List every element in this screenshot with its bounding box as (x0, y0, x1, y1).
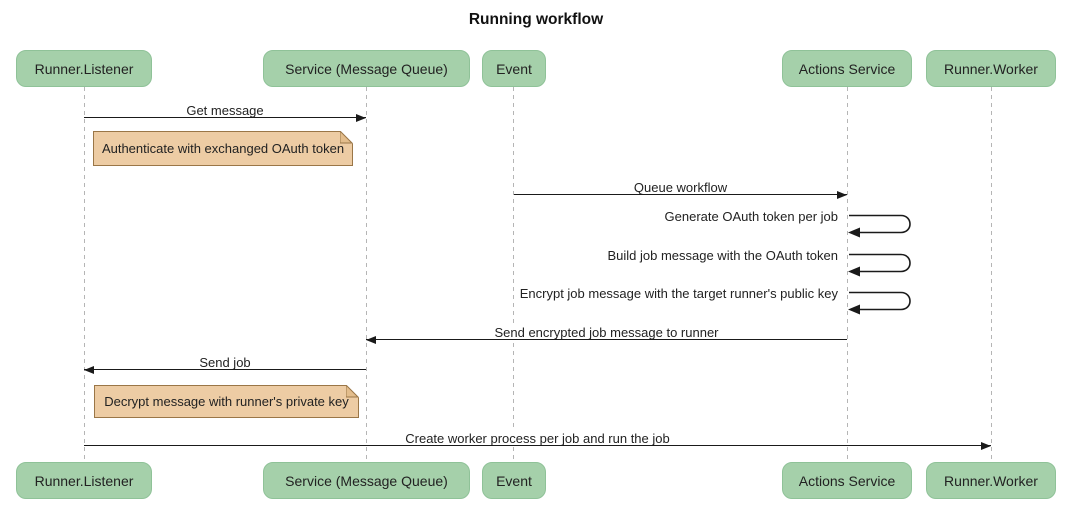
note-decrypt-message: Decrypt message with runner's private ke… (94, 385, 359, 418)
message-label-generate-oauth-token: Generate OAuth token per job (421, 209, 841, 224)
lifeline-service-message-queue (365, 87, 367, 462)
actor-bottom-service-message-queue: Service (Message Queue) (263, 462, 470, 499)
message-label-build-job-message: Build job message with the OAuth token (421, 248, 841, 263)
self-loop-generate-oauth-token (848, 214, 911, 238)
note-authenticate-oauth: Authenticate with exchanged OAuth token (93, 131, 353, 166)
note-fold-icon (340, 131, 353, 144)
actor-bottom-runner-listener: Runner.Listener (16, 462, 152, 499)
arrowhead-left-icon (366, 335, 376, 344)
lifeline-runner-worker (990, 87, 992, 462)
message-arrow-create-worker-process (84, 441, 991, 450)
arrowhead-right-icon (356, 113, 366, 122)
actor-bottom-actions-service: Actions Service (782, 462, 912, 499)
message-arrow-get-message (84, 113, 366, 122)
arrowhead-left-icon (84, 365, 94, 374)
actor-bottom-event: Event (482, 462, 546, 499)
actor-top-actions-service: Actions Service (782, 50, 912, 87)
diagram-title: Running workflow (468, 11, 604, 28)
lifeline-actions-service (846, 87, 848, 462)
note-fold-icon (346, 385, 359, 398)
arrowhead-right-icon (981, 441, 991, 450)
actor-top-runner-worker: Runner.Worker (926, 50, 1056, 87)
message-label-queue-workflow: Queue workflow (514, 180, 847, 195)
message-label-send-job: Send job (84, 355, 366, 370)
message-label-send-encrypted-job: Send encrypted job message to runner (366, 325, 847, 340)
message-label-create-worker-process: Create worker process per job and run th… (84, 431, 991, 446)
message-arrow-send-encrypted-job (366, 335, 847, 344)
actor-bottom-runner-worker: Runner.Worker (926, 462, 1056, 499)
message-label-get-message: Get message (84, 103, 366, 118)
message-arrow-queue-workflow (514, 190, 847, 199)
self-loop-encrypt-job-message (848, 291, 911, 315)
lifeline-event (513, 87, 514, 462)
arrowhead-right-icon (837, 190, 847, 199)
actor-top-runner-listener: Runner.Listener (16, 50, 152, 87)
lifeline-runner-listener (83, 87, 85, 462)
self-loop-build-job-message (848, 253, 911, 277)
actor-top-event: Event (482, 50, 546, 87)
actor-top-service-message-queue: Service (Message Queue) (263, 50, 470, 87)
message-label-encrypt-job-message: Encrypt job message with the target runn… (421, 286, 841, 301)
message-arrow-send-job (84, 365, 366, 374)
